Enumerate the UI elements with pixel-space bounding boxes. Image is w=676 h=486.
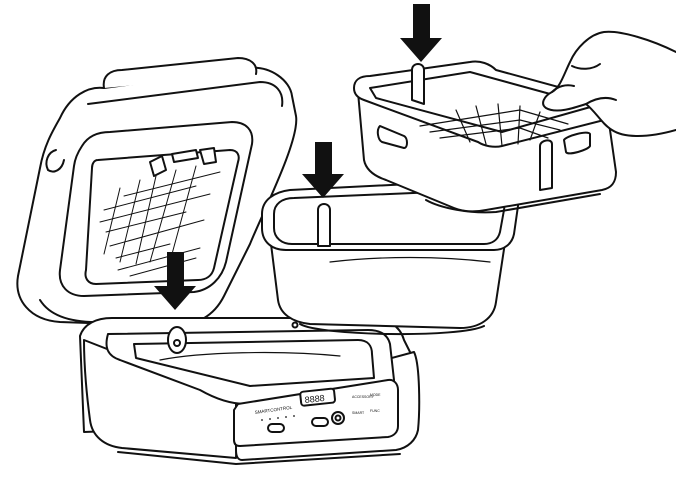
base-pin-right (291, 321, 299, 329)
control-panel-indicator-dots (261, 415, 295, 421)
lid (16, 57, 298, 327)
cooking-pot-rim-inner (273, 189, 506, 245)
hand-icon (542, 30, 676, 137)
lid-top-rim (87, 81, 284, 107)
lid-clip-right (199, 147, 217, 165)
cooking-pot-base-edge (299, 323, 485, 336)
crisper-basket (353, 60, 617, 214)
lid-glass-reflection (99, 165, 221, 277)
lid-hinge-left (45, 149, 65, 173)
hand-thumb (551, 84, 575, 93)
base-bottom-edge (117, 451, 401, 465)
indicator-dot (261, 419, 263, 421)
indicator-dot (269, 418, 271, 420)
lid-window (84, 149, 240, 285)
control-panel-display (299, 387, 336, 407)
control-panel-dial-center (334, 414, 342, 422)
base-front (83, 339, 239, 459)
hand-finger-line (585, 96, 617, 105)
crisper-basket-bottom-edge (425, 193, 601, 214)
lid-handle (102, 57, 258, 89)
base-cavity-floor (159, 351, 341, 361)
crisper-basket-groove-right (539, 139, 553, 191)
hand-finger-line (571, 63, 601, 70)
control-panel: SMARTCONTROL 8888 ACCESSORY MODE SMART F… (233, 378, 399, 447)
control-panel-right-labels: ACCESSORY MODE SMART FUNC (352, 393, 381, 415)
control-panel-button-left[interactable] (267, 423, 285, 433)
hand-outline (542, 30, 676, 137)
down-arrow-icon (154, 252, 196, 310)
crisper-basket-inner-rim (369, 71, 595, 133)
indicator-dot (277, 417, 279, 419)
control-panel-right-label-4: FUNC (370, 409, 380, 413)
control-panel-right-label-3: SMART (352, 411, 365, 415)
crisper-basket-window-left (376, 125, 408, 149)
cooking-pot-floor-line (329, 256, 491, 263)
control-panel-button-center[interactable] (311, 417, 329, 427)
control-panel-display-value: 8888 (304, 393, 325, 405)
arrows (154, 4, 442, 310)
down-arrow-icon (302, 142, 344, 198)
cooking-pot-groove (317, 203, 331, 247)
control-panel-brand: SMARTCONTROL (254, 405, 292, 415)
crisper-basket-window-right (563, 131, 591, 155)
control-panel-dial[interactable] (331, 411, 345, 425)
indicator-dot (285, 416, 287, 418)
base-cavity-inner (133, 339, 375, 387)
control-panel-right-label-2: MODE (370, 393, 381, 397)
crisper-basket-grate (419, 103, 569, 147)
down-arrow-icon (400, 4, 442, 62)
crisper-basket-groove-left (411, 63, 425, 105)
lid-clip-center (171, 149, 199, 163)
indicator-dot (293, 415, 295, 417)
lid-clip-left (149, 155, 167, 177)
control-panel-right-label-1: ACCESSORY (352, 395, 375, 399)
base-sensor-dot (173, 339, 181, 347)
